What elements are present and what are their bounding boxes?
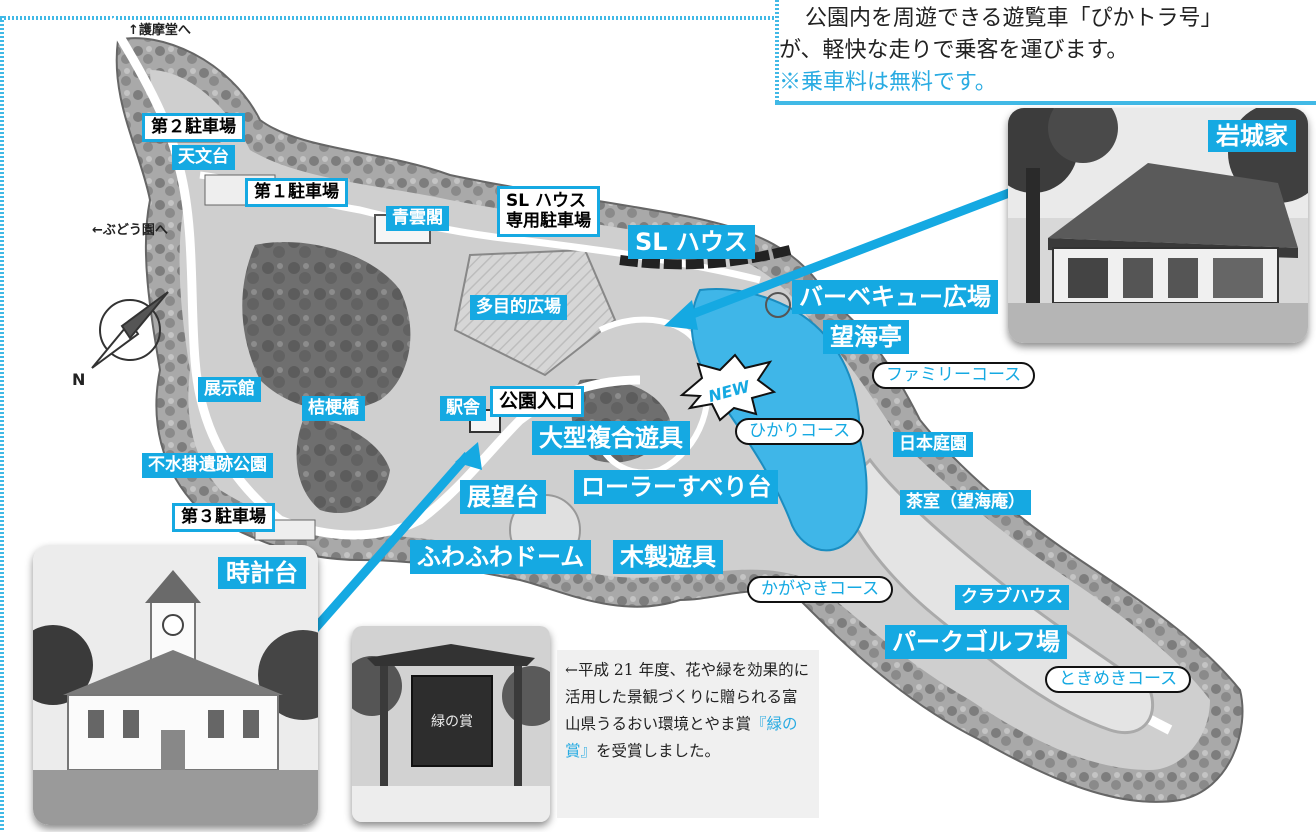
japanese-garden-label: 日本庭園 — [893, 432, 973, 457]
parking-2-label: 第２駐車場 — [142, 113, 245, 142]
loop-path — [592, 316, 711, 476]
info-line-1: 公園内を周遊できる遊覧車「ぴかトラ号」 — [805, 6, 1223, 31]
top-dotted-border — [0, 16, 790, 20]
seiunkaku-label: 青雲閣 — [386, 206, 449, 231]
award-sign-text: 緑の賞 — [431, 714, 473, 730]
bbq-plaza-label: バーベキュー広場 — [792, 280, 998, 314]
award-sign-image: 緑の賞 — [352, 626, 550, 822]
large-playground-label: 大型複合遊具 — [532, 421, 690, 455]
to-vineyard-direction: ←ぶどう園へ — [92, 223, 168, 238]
station-label: 駅舎 — [440, 396, 486, 421]
park-entrance-label: 公園入口 — [490, 386, 585, 417]
observation-deck-label: 展望台 — [460, 480, 546, 514]
sl-parking-line2: 専用駐車場 — [506, 211, 591, 232]
parking-3-label: 第３駐車場 — [172, 503, 275, 532]
hikari-course-label: ひかりコース — [735, 418, 865, 445]
bokaitei-label: 望海亭 — [823, 320, 909, 354]
teahouse-label: 茶室（望海庵） — [900, 490, 1031, 515]
award-name-highlight: 『緑の賞』 — [565, 715, 798, 760]
kikyobashi-label: 桔梗橋 — [302, 396, 365, 421]
iwashiro-pointer-head — [664, 300, 698, 330]
ride-info-box: 公園内を周遊できる遊覧車「ぴかトラ号」 が、軽快な走りで乗客を運びます。 ※乗車… — [775, 0, 1316, 105]
tokimeki-course-label: ときめきコース — [1045, 666, 1192, 693]
forest-area-2 — [296, 415, 390, 514]
observatory-label: 天文台 — [172, 145, 235, 170]
iwashiro-pointer — [680, 183, 1024, 323]
exhibition-hall-label: 展示館 — [198, 377, 261, 402]
clocktower-pointer-head — [455, 442, 482, 470]
parking-1-label: 第１駐車場 — [245, 178, 348, 207]
forest-area — [242, 242, 411, 411]
clocktower-photo-tag: 時計台 — [218, 557, 306, 589]
award-text-end: を受賞しました。 — [596, 742, 721, 760]
family-course-label: ファミリーコース — [872, 362, 1036, 389]
award-sign-photo: 緑の賞 — [352, 626, 550, 822]
new-starburst — [679, 353, 777, 422]
clubhouse-label: クラブハウス — [955, 585, 1069, 610]
bbq-mark — [765, 292, 791, 318]
compass — [91, 291, 169, 369]
sl-house-label: SL ハウス — [628, 225, 755, 259]
sl-parking-line1: SL ハウス — [506, 191, 586, 211]
park-golf-label: パークゴルフ場 — [885, 625, 1067, 659]
left-dotted-border — [0, 16, 4, 832]
roller-slide-label: ローラーすべり台 — [574, 470, 779, 504]
to-gomado-direction: ↑護摩堂へ — [128, 23, 191, 38]
fuwafuwa-dome-label: ふわふわドーム — [410, 540, 592, 574]
info-line-2: が、軽快な走りで乗客を運びます。 — [779, 38, 1129, 63]
free-fare-note: ※乗車料は無料です。 — [779, 70, 997, 95]
award-text-main: ←平成 21 年度、花や緑を効果的に活用した景観づくりに贈られる富山県うるおい環… — [565, 661, 810, 733]
award-description: ←平成 21 年度、花や緑を効果的に活用した景観づくりに贈られる富山県うるおい環… — [557, 650, 819, 818]
clocktower-photo: 時計台 — [33, 545, 318, 825]
sl-track — [619, 245, 792, 270]
kagayaki-course-label: かがやきコース — [747, 576, 894, 603]
ruins-park-label: 不水掛遺跡公園 — [142, 453, 273, 478]
sl-parking-label: SL ハウス 専用駐車場 — [497, 186, 600, 237]
iwashiro-house-photo: 岩城家 — [1008, 108, 1308, 343]
compass-letter: N — [72, 370, 85, 389]
multipurpose-plaza-label: 多目的広場 — [470, 295, 567, 320]
clocktower-image — [33, 545, 318, 825]
clocktower-pointer — [301, 452, 472, 643]
wooden-playground-label: 木製遊具 — [613, 540, 723, 574]
iwashiro-photo-tag: 岩城家 — [1208, 120, 1296, 152]
